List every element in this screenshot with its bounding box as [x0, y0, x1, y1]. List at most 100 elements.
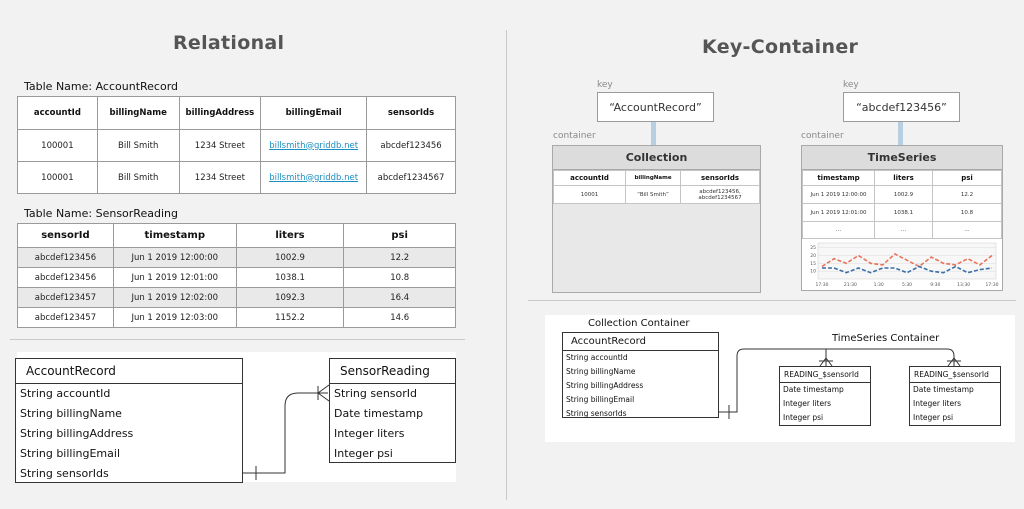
container-label: container	[801, 131, 844, 141]
account-record-container: AccountRecord String accountId String bi…	[562, 332, 719, 418]
table-cell: billsmith@griddb.net	[260, 129, 368, 162]
table-cell: “Bill Smith”	[625, 185, 681, 204]
table-cell: Jun 1 2019 12:03:00	[112, 307, 237, 328]
y-tick-label: 25	[810, 245, 816, 251]
table-cell: abcdef1234567	[366, 161, 456, 194]
x-tick-label: 13:30	[957, 282, 970, 288]
timeseries-container-caption: TimeSeries Container	[832, 333, 940, 344]
header-cell: psi	[343, 223, 456, 248]
table-cell: ...	[802, 221, 875, 239]
container-field: String billingName	[566, 367, 636, 376]
table-cell: 100001	[17, 161, 98, 194]
section-divider	[10, 339, 465, 340]
x-tick-label: 17:30	[986, 282, 999, 288]
table-cell: 1152.2	[235, 307, 345, 328]
table-header-row: timestamp liters psi	[802, 170, 1002, 186]
key-label: key	[597, 80, 613, 90]
series-line-0	[821, 253, 993, 268]
entity-name: SensorReading	[330, 359, 455, 384]
table-row: 100001 Bill Smith 1234 Street billsmith@…	[17, 161, 456, 194]
sensor-table-caption: Table Name: SensorReading	[24, 207, 178, 220]
table-header-row: sensorId timestamp liters psi	[17, 223, 456, 248]
reading-container-1: READING_$sensorId Date timestamp Integer…	[779, 366, 871, 426]
timeseries-key-box: “abcdef123456”	[843, 92, 960, 122]
table-cell: 1234 Street	[178, 129, 262, 162]
entity-name: AccountRecord	[16, 359, 242, 384]
entity-field: String sensorId	[334, 387, 418, 400]
table-cell: ...	[932, 221, 1002, 239]
x-tick-label: 21:30	[844, 282, 857, 288]
timeseries-container-panel: TimeSeries timestamp liters psi Jun 1 20…	[801, 145, 1003, 291]
series-line-1	[822, 265, 993, 274]
sensor-reading-table: sensorId timestamp liters psi abcdef1234…	[17, 223, 456, 328]
container-field: String billingAddress	[566, 381, 644, 390]
container-field: Date timestamp	[783, 385, 844, 394]
table-cell: abcdef123457	[17, 307, 114, 328]
table-cell: Bill Smith	[96, 161, 180, 194]
x-tick-label: 9:30	[930, 282, 940, 288]
table-row: abcdef123457 Jun 1 2019 12:02:00 1092.3 …	[17, 287, 456, 308]
table-cell: 10001	[553, 185, 626, 204]
header-cell: timestamp	[112, 223, 237, 248]
account-table-caption: Table Name: AccountRecord	[24, 80, 179, 93]
collection-container-panel: Collection accountId billingName sensorI…	[552, 145, 761, 293]
entity-field: String billingAddress	[20, 427, 134, 440]
table-cell: abcdef123457	[17, 287, 114, 308]
header-cell: sensorIds	[366, 96, 456, 130]
center-divider	[506, 30, 507, 500]
key-connector	[651, 122, 656, 145]
x-tick-label: 5:30	[902, 282, 912, 288]
x-tick-label: 1:30	[874, 282, 884, 288]
entity-field: Integer liters	[334, 427, 405, 440]
entity-field: String billingName	[20, 407, 122, 420]
container-field: Date timestamp	[913, 385, 974, 394]
entity-field: String billingEmail	[20, 447, 121, 460]
header-cell: accountId	[17, 96, 98, 130]
table-row: 10001 “Bill Smith” abcdef123456, abcdef1…	[553, 185, 760, 204]
table-cell: 14.6	[343, 307, 456, 328]
container-field: String sensorIds	[566, 409, 627, 418]
header-cell: billingName	[96, 96, 180, 130]
table-cell: 1092.3	[235, 287, 345, 308]
collection-mini-table: accountId billingName sensorIds 10001 “B…	[553, 170, 760, 204]
container-field: Integer liters	[913, 399, 962, 408]
container-name: READING_$sensorId	[910, 367, 1000, 383]
y-tick-label: 10	[810, 269, 816, 275]
table-cell: 1234 Street	[178, 161, 262, 194]
container-field: String billingEmail	[566, 395, 635, 404]
key-connector	[898, 122, 903, 145]
table-row: abcdef123457 Jun 1 2019 12:03:00 1152.2 …	[17, 307, 456, 328]
table-cell: abcdef123456	[17, 247, 114, 268]
entity-field: Date timestamp	[334, 407, 424, 420]
collection-key-box: “AccountRecord”	[597, 92, 714, 122]
container-label: container	[553, 131, 596, 141]
table-row: Jun 1 2019 12:00:00 1002.9 12.2	[802, 185, 1002, 204]
container-field: Integer psi	[783, 413, 824, 422]
table-cell: 1002.9	[235, 247, 345, 268]
entity-field: String sensorIds	[20, 467, 109, 480]
table-row: 100001 Bill Smith 1234 Street billsmith@…	[17, 129, 456, 162]
erd-connector-svg	[243, 384, 330, 480]
collection-container-caption: Collection Container	[588, 318, 690, 329]
container-name: AccountRecord	[563, 333, 718, 351]
account-record-table: accountId billingName billingAddress bil…	[17, 96, 456, 194]
entity-field: Integer psi	[334, 447, 393, 460]
key-container-title: Key-Container	[702, 36, 859, 58]
table-header-row: accountId billingName billingAddress bil…	[17, 96, 456, 130]
reading-container-2: READING_$sensorId Date timestamp Integer…	[909, 366, 1001, 426]
email-link[interactable]: billsmith@griddb.net	[269, 140, 359, 151]
sensor-reading-entity: SensorReading String sensorId Date times…	[329, 358, 456, 463]
y-tick-label: 15	[810, 261, 816, 267]
account-record-entity: AccountRecord String accountId String bi…	[15, 358, 243, 483]
table-cell: abcdef123456, abcdef1234567	[680, 185, 760, 204]
table-cell: Bill Smith	[96, 129, 180, 162]
header-cell: liters	[235, 223, 345, 248]
container-field: Integer liters	[783, 399, 832, 408]
x-tick-label: 17:30	[816, 282, 829, 288]
email-link[interactable]: billsmith@griddb.net	[269, 172, 359, 183]
timeseries-title: TimeSeries	[802, 146, 1002, 170]
container-name: READING_$sensorId	[780, 367, 870, 383]
section-divider	[528, 300, 1016, 301]
relational-title: Relational	[173, 32, 285, 54]
